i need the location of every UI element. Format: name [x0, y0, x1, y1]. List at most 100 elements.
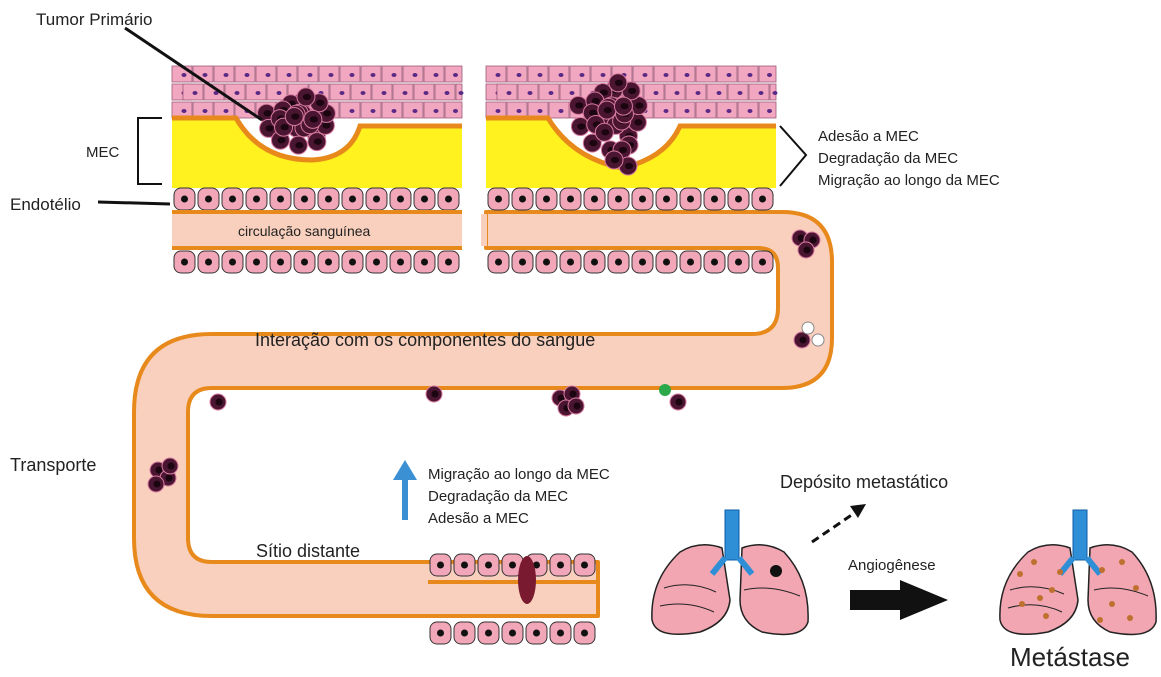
cell-nucleus [421, 259, 428, 266]
metastasis-spot [1109, 601, 1115, 607]
cell-nucleus [392, 73, 397, 77]
cell-nucleus [461, 630, 468, 637]
cell-nucleus [738, 91, 743, 95]
metastasis-spot [1057, 569, 1063, 575]
cell-nucleus [203, 73, 208, 77]
cell-nucleus [592, 98, 600, 104]
cell-nucleus [557, 562, 564, 569]
cell-nucleus [581, 630, 588, 637]
label-endotelio: Endotélio [10, 195, 81, 214]
cell-nucleus [664, 73, 669, 77]
cell-nucleus [314, 138, 322, 144]
cell-nucleus [615, 196, 622, 203]
platelet [659, 384, 671, 396]
cell-nucleus [767, 109, 772, 113]
cell-nucleus [577, 123, 585, 129]
up-arrow [393, 460, 417, 520]
metastasis-spot [1133, 585, 1139, 591]
cell-nucleus [371, 109, 376, 113]
metastasis-spot [1037, 595, 1043, 601]
label-circulacao: circulação sanguínea [238, 223, 371, 239]
cell-nucleus [654, 91, 659, 95]
metastasis-spot [1127, 615, 1133, 621]
cell-nucleus [767, 73, 772, 77]
cell-nucleus [303, 94, 311, 100]
cell-nucleus [601, 73, 606, 77]
label-right-3: Migração ao longo da MEC [818, 172, 1000, 189]
cell-nucleus [437, 630, 444, 637]
cell-nucleus [301, 259, 308, 266]
endothelial-layer-lower [174, 251, 459, 273]
angiogenesis-arrow [850, 580, 948, 620]
label-transporte: Transporte [10, 455, 96, 475]
cell-nucleus [507, 91, 512, 95]
label-right-2: Degradação da MEC [818, 150, 958, 167]
label-mec: MEC [86, 144, 120, 161]
cell-nucleus [266, 73, 271, 77]
cell-nucleus [434, 109, 439, 113]
cell-nucleus [224, 73, 229, 77]
cell-nucleus [253, 259, 260, 266]
cell-nucleus [245, 73, 250, 77]
cell-nucleus [437, 562, 444, 569]
cell-nucleus [445, 91, 450, 95]
cell-nucleus [687, 196, 694, 203]
cell-nucleus [748, 109, 753, 113]
cell-nucleus [519, 196, 526, 203]
endotelio-pointer [98, 202, 170, 204]
cell-nucleus [495, 259, 502, 266]
cell-nucleus [663, 259, 670, 266]
cell-nucleus [291, 113, 299, 119]
cell-nucleus [567, 196, 574, 203]
trachea [1073, 510, 1087, 560]
endothelial-layer-upper [174, 188, 459, 210]
endothelial-layer-lower [430, 622, 595, 644]
panel-primary-tumor [172, 66, 464, 273]
cell-nucleus [205, 259, 212, 266]
cell-nucleus [664, 109, 669, 113]
cell-nucleus [310, 116, 318, 122]
cell-nucleus [156, 467, 163, 474]
cell-nucleus [392, 109, 397, 113]
cell-nucleus [759, 91, 764, 95]
cell-nucleus [543, 196, 550, 203]
white-blood-cell [802, 322, 814, 334]
cell-nucleus [485, 562, 492, 569]
cell-nucleus [203, 109, 208, 113]
cell-nucleus [685, 109, 690, 113]
metastasis-spot [1017, 571, 1023, 577]
cell-nucleus [325, 196, 332, 203]
label-bottom-2: Degradação da MEC [428, 488, 568, 505]
cell-nucleus [350, 73, 355, 77]
cell-nucleus [687, 259, 694, 266]
cell-nucleus [323, 110, 331, 116]
metastasis-spot [1043, 613, 1049, 619]
label-sitio: Sítio distante [256, 541, 360, 561]
cell-nucleus [559, 109, 564, 113]
metastasis-spot [1099, 567, 1105, 573]
cell-nucleus [277, 137, 285, 143]
cell-nucleus [509, 562, 516, 569]
metastasis-spot [1097, 617, 1103, 623]
cell-nucleus [295, 142, 303, 148]
cell-nucleus [591, 196, 598, 203]
cell-nucleus [434, 73, 439, 77]
cell-nucleus [591, 259, 598, 266]
cell-nucleus [639, 259, 646, 266]
cell-nucleus [229, 196, 236, 203]
cell-nucleus [615, 80, 623, 86]
cell-nucleus [711, 196, 718, 203]
cell-nucleus [559, 73, 564, 77]
right-bracket [780, 126, 806, 186]
cell-nucleus [639, 196, 646, 203]
deposit-arrow [812, 504, 866, 542]
cell-nucleus [773, 91, 778, 95]
cell-nucleus [685, 73, 690, 77]
cell-nucleus [620, 103, 628, 109]
cell-nucleus [574, 403, 581, 410]
cell-nucleus [800, 337, 807, 344]
cell-nucleus [308, 73, 313, 77]
endothelial-layer-upper [430, 554, 595, 576]
cell-nucleus [804, 247, 811, 254]
cell-nucleus [349, 259, 356, 266]
